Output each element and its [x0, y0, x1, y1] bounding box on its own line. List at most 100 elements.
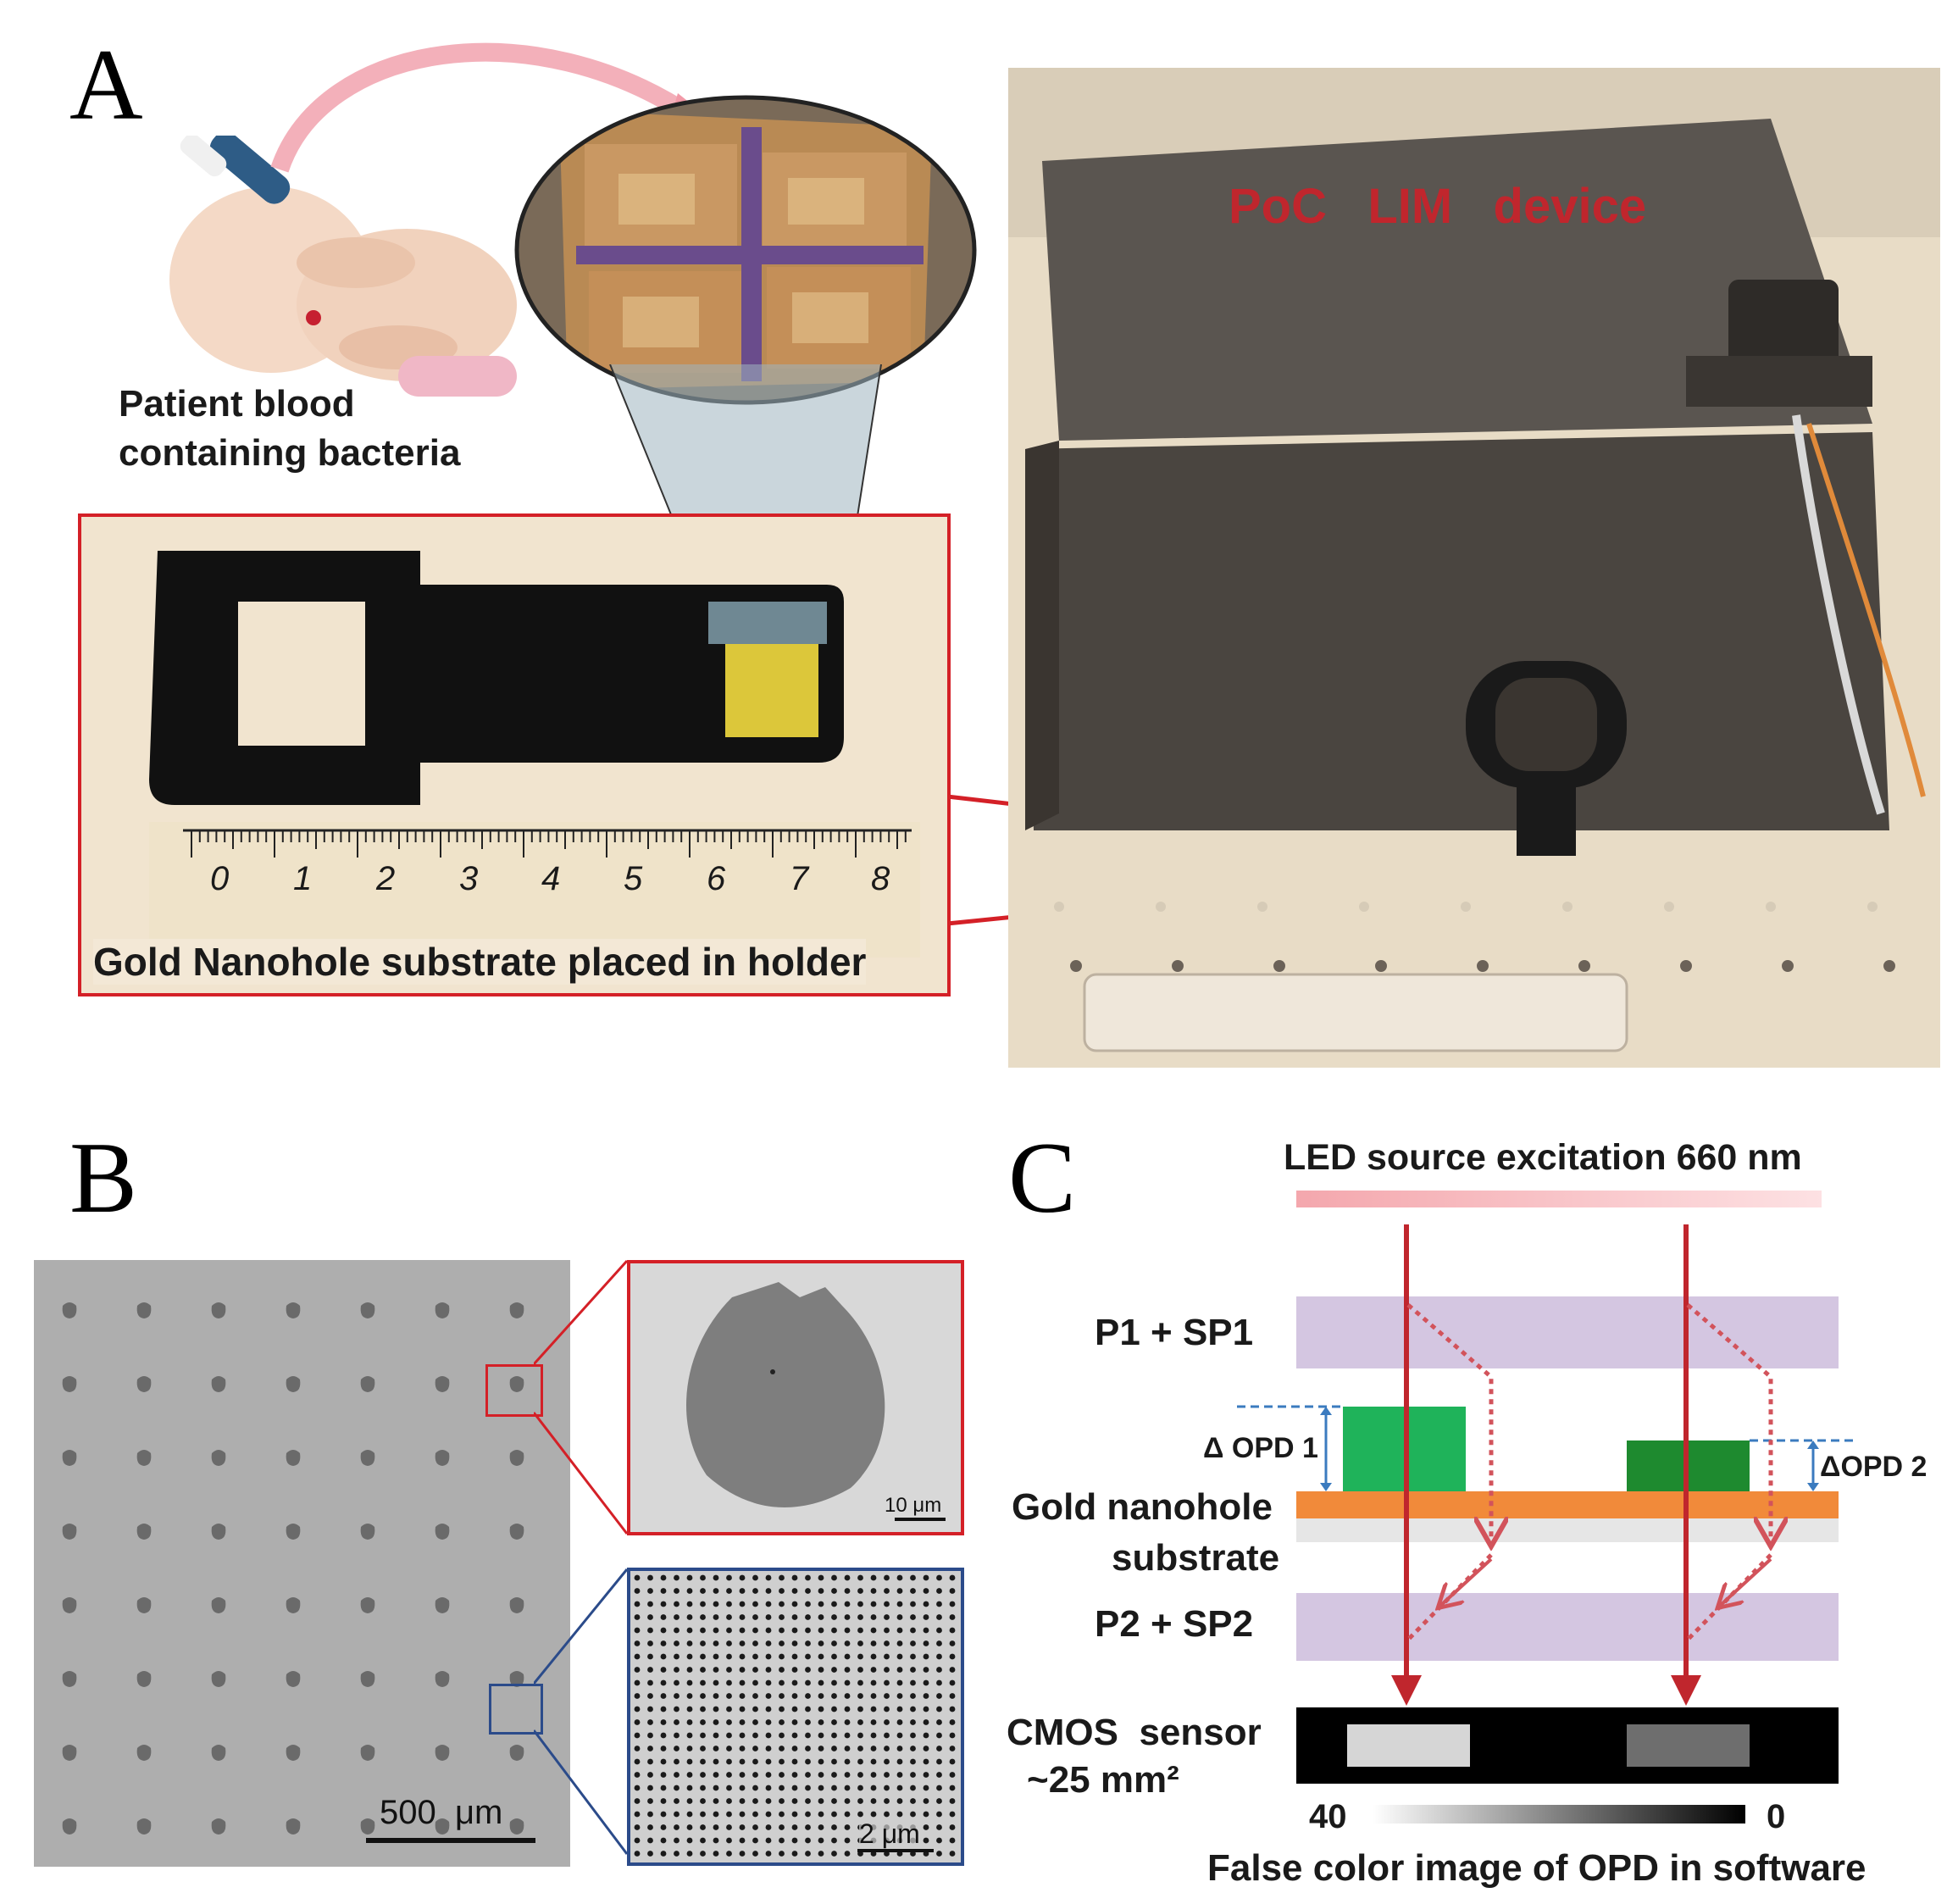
nanohole [739, 1785, 746, 1791]
nanohole [634, 1772, 641, 1778]
ruler-tick-label: 5 [624, 860, 643, 897]
nanohole [765, 1653, 772, 1660]
nanohole [779, 1653, 785, 1660]
nanohole [726, 1679, 732, 1686]
nanohole [805, 1653, 811, 1660]
nanohole [686, 1679, 693, 1686]
nanohole [779, 1772, 785, 1778]
nanohole [634, 1640, 641, 1646]
nanohole [857, 1653, 863, 1660]
nanohole [910, 1693, 916, 1699]
sem-hole [211, 1671, 226, 1687]
nanohole [779, 1837, 785, 1844]
nanohole [896, 1746, 903, 1751]
nanohole [923, 1588, 929, 1594]
inset-top-scale-label: 10 μm [885, 1494, 942, 1517]
nanohole [713, 1653, 719, 1660]
nanohole [779, 1746, 785, 1751]
nanohole [674, 1693, 679, 1699]
nanohole [713, 1785, 719, 1791]
nanohole [752, 1785, 758, 1791]
nanohole [739, 1653, 746, 1660]
nanohole [765, 1574, 772, 1581]
nanohole [936, 1614, 942, 1620]
nanohole [765, 1811, 772, 1818]
nanohole [949, 1811, 956, 1818]
nanohole [647, 1746, 653, 1751]
nanohole [765, 1746, 772, 1751]
nanohole [949, 1758, 956, 1765]
nanohole [700, 1706, 706, 1712]
nanohole [765, 1588, 772, 1594]
nanohole [923, 1758, 929, 1765]
sem-hole [136, 1818, 152, 1835]
sem-hole [360, 1376, 375, 1392]
nanohole [818, 1627, 824, 1634]
nanohole [674, 1811, 679, 1818]
nanohole [779, 1667, 785, 1673]
nanohole [647, 1627, 653, 1634]
nanohole [713, 1679, 719, 1686]
sem-hole [62, 1302, 77, 1318]
nanohole [674, 1601, 679, 1607]
chip-magnified-view [514, 95, 977, 405]
sem-hole [509, 1302, 524, 1318]
nanohole [674, 1588, 679, 1594]
nanohole [700, 1667, 706, 1673]
nanohole [765, 1640, 772, 1646]
nanohole [660, 1574, 667, 1581]
nanohole [923, 1667, 929, 1673]
nanohole [752, 1679, 758, 1686]
nanohole [660, 1706, 667, 1712]
nanohole [726, 1627, 732, 1634]
nanohole [844, 1588, 851, 1594]
nanohole [765, 1837, 772, 1844]
nanohole [791, 1824, 798, 1830]
nanohole [726, 1746, 732, 1751]
sem-hole [286, 1597, 301, 1613]
nanohole [844, 1627, 851, 1634]
nanohole [844, 1837, 851, 1844]
nanohole [660, 1785, 667, 1791]
nanohole [686, 1824, 693, 1830]
nanohole [791, 1851, 798, 1857]
nanohole [700, 1824, 706, 1830]
nanohole [936, 1706, 942, 1712]
nanohole [896, 1614, 903, 1620]
nanohole [844, 1653, 851, 1660]
sem-hole [136, 1376, 152, 1392]
nanohole [686, 1667, 693, 1673]
nanohole [896, 1640, 903, 1646]
nanohole [739, 1719, 746, 1725]
nanohole [857, 1574, 863, 1581]
sem-hole [360, 1745, 375, 1761]
sem-hole [509, 1524, 524, 1540]
nanohole [674, 1679, 679, 1686]
holder-caption: Gold Nanohole substrate placed in holder [93, 939, 867, 985]
p1-sp1-label: P1 + SP1 [1095, 1312, 1254, 1353]
nanohole [805, 1719, 811, 1725]
nanohole [752, 1746, 758, 1751]
nanohole [818, 1746, 824, 1751]
nanohole [923, 1614, 929, 1620]
nanohole [647, 1772, 653, 1778]
sem-hole [211, 1745, 226, 1761]
nanohole [936, 1758, 942, 1765]
nanohole [831, 1824, 837, 1830]
nanohole [700, 1837, 706, 1844]
nanohole [857, 1601, 863, 1607]
gold-label-line2: substrate [1112, 1537, 1280, 1579]
nanohole [923, 1601, 929, 1607]
nanohole [910, 1719, 916, 1725]
nanohole [884, 1719, 890, 1725]
sem-hole [62, 1818, 77, 1835]
cmos-label-line1: CMOS sensor [1007, 1712, 1262, 1753]
nanohole [686, 1574, 693, 1581]
optical-schematic [1237, 1191, 1855, 1824]
nanohole [818, 1811, 824, 1818]
nanohole [910, 1588, 916, 1594]
nanohole [818, 1824, 824, 1830]
nanohole [713, 1746, 719, 1751]
nanohole [779, 1785, 785, 1791]
cmos-spot-2 [1627, 1724, 1750, 1767]
